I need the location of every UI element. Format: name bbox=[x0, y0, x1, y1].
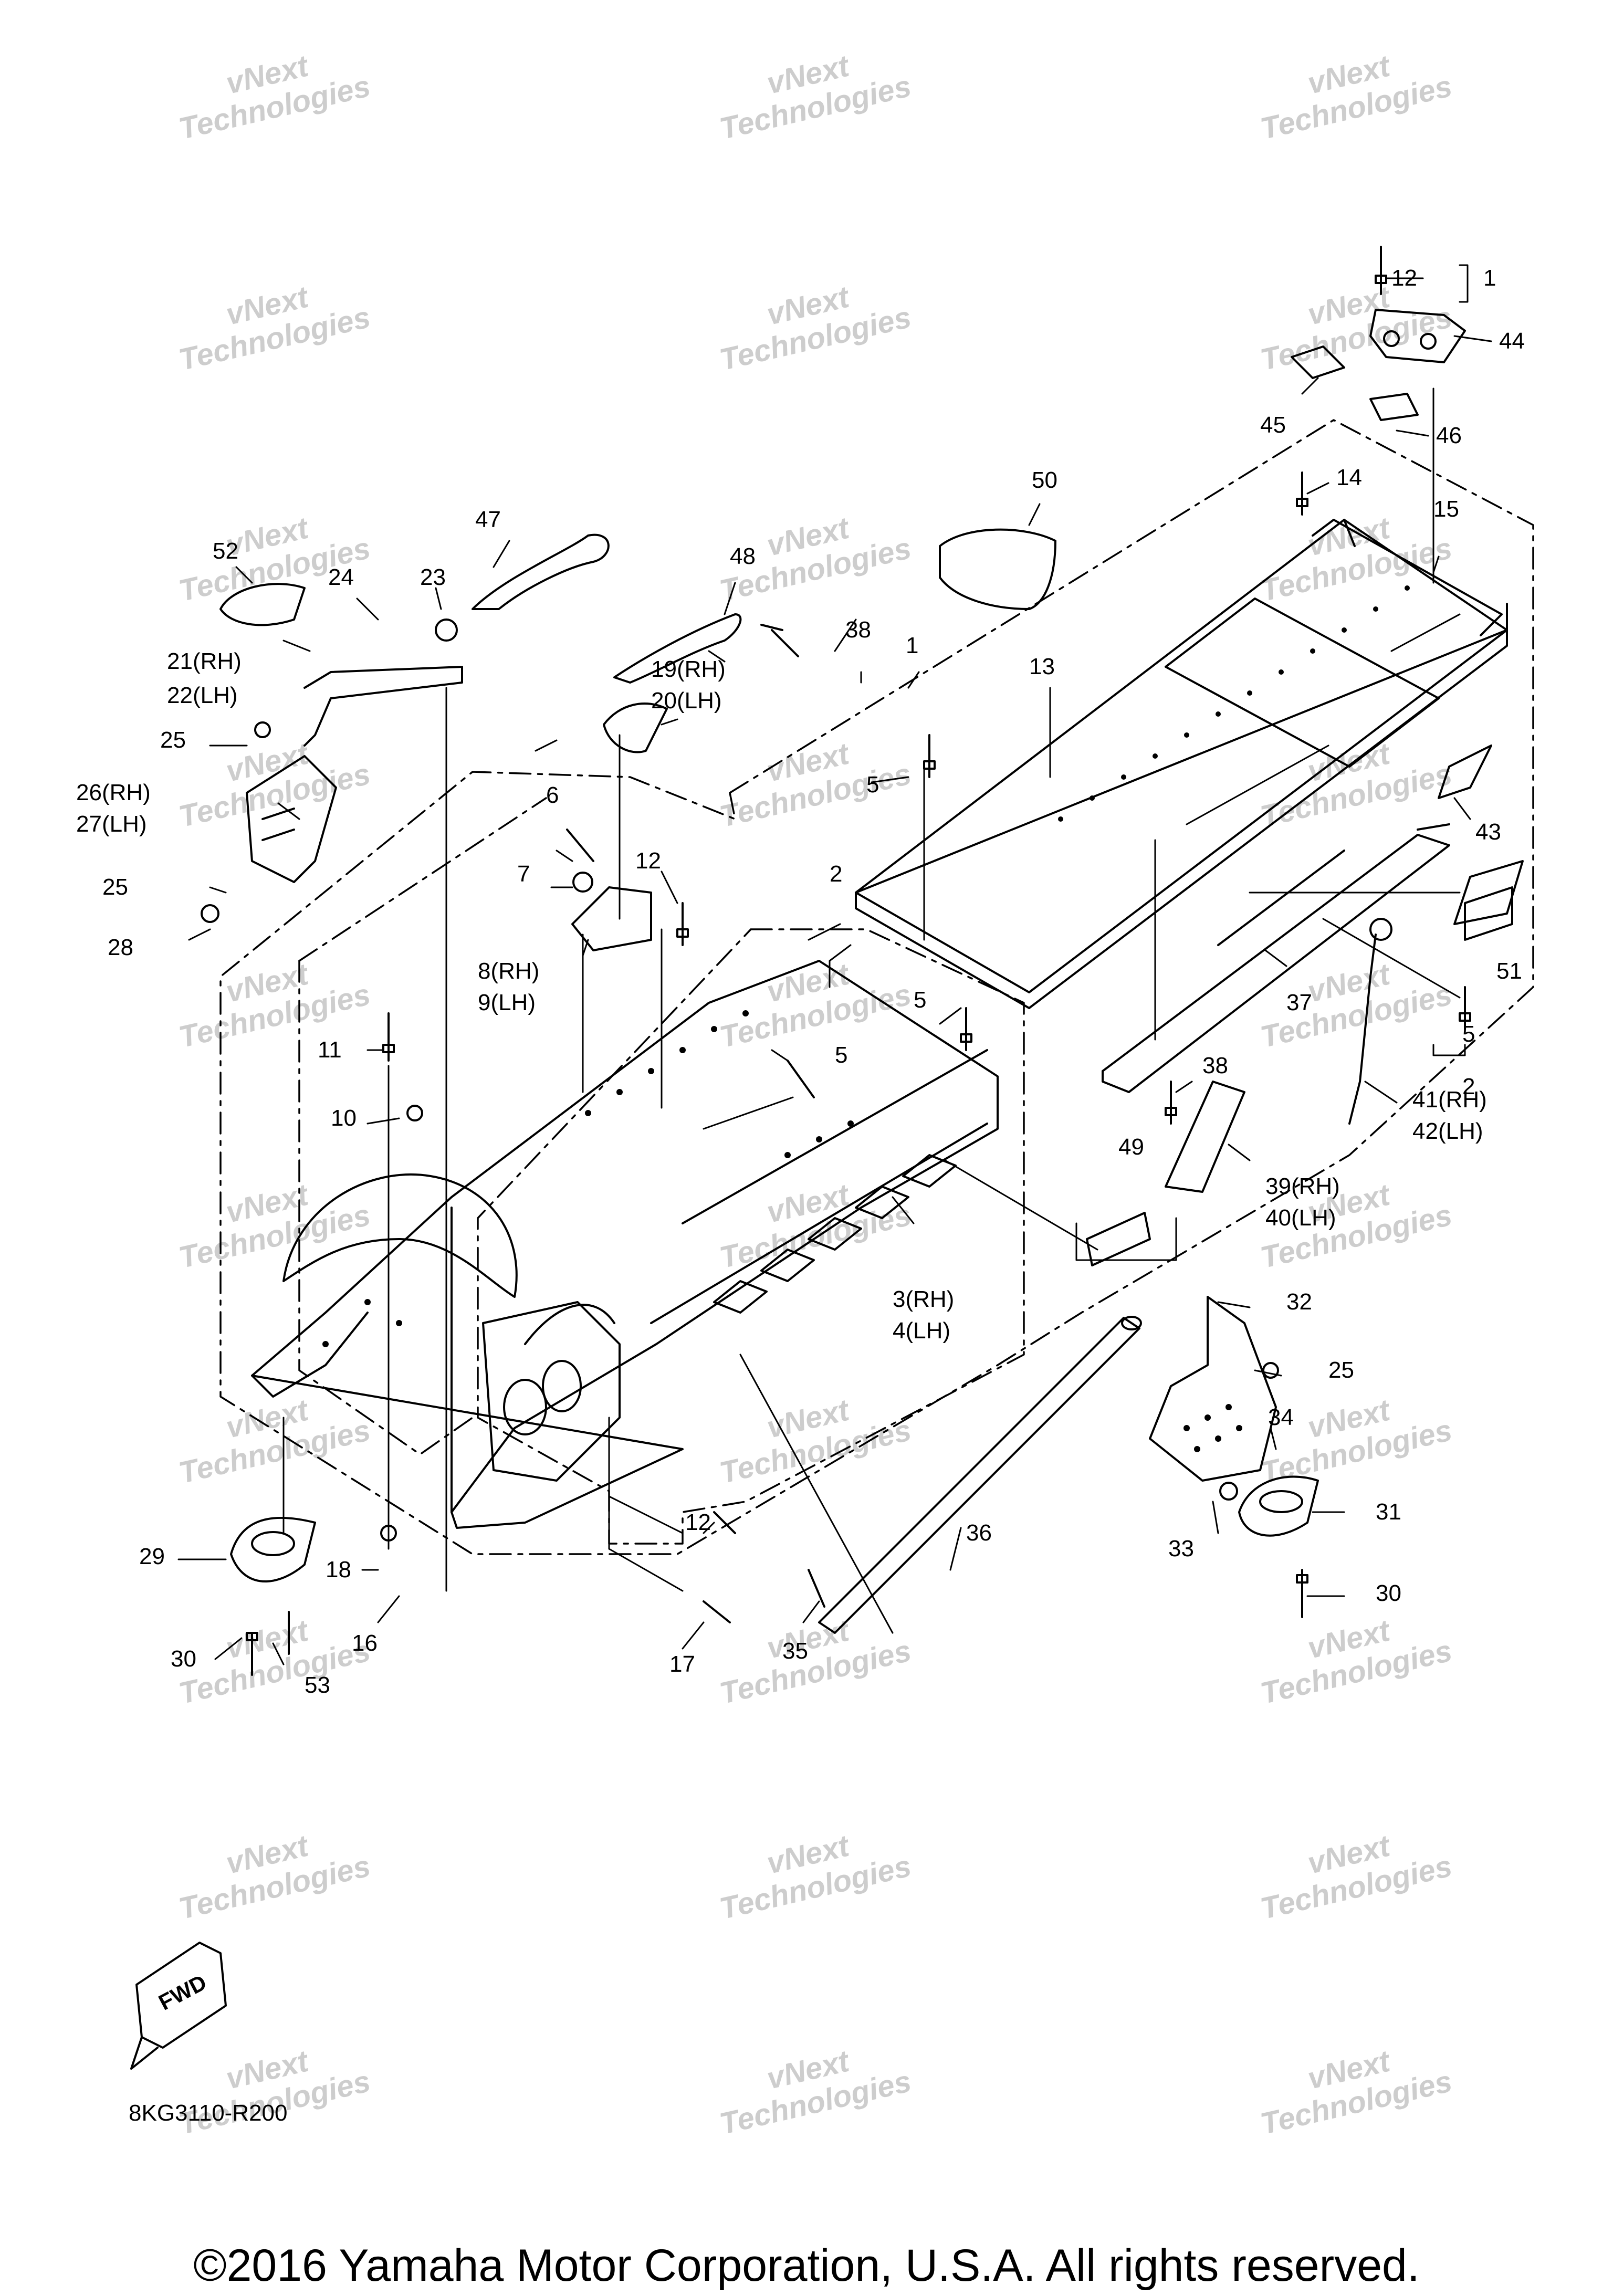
pads-and-decals bbox=[219, 345, 1524, 925]
callout-12c: 12 bbox=[685, 1509, 711, 1535]
copyright-notice: ©2016 Yamaha Motor Corporation, U.S.A. A… bbox=[193, 2240, 1420, 2291]
callout-38: 38 bbox=[845, 617, 871, 643]
callout-49: 49 bbox=[1118, 1134, 1144, 1160]
block-49 bbox=[1086, 1212, 1151, 1266]
callout-21: 21(RH) bbox=[167, 648, 242, 674]
callout-44: 44 bbox=[1499, 328, 1525, 354]
side-bracket-21 bbox=[303, 666, 463, 747]
callout-12: 12 bbox=[1391, 265, 1417, 291]
callout-48: 48 bbox=[730, 543, 756, 569]
side-rail bbox=[1102, 823, 1450, 1093]
callout-10: 10 bbox=[331, 1105, 357, 1131]
callout-6: 6 bbox=[546, 782, 559, 808]
callout-1b: 1 bbox=[906, 633, 919, 658]
callout-30b: 30 bbox=[1376, 1580, 1401, 1606]
callout-25b: 25 bbox=[102, 874, 128, 900]
callout-20: 20(LH) bbox=[651, 688, 722, 714]
callout-7: 7 bbox=[517, 861, 530, 887]
footrest-grip-left bbox=[230, 1516, 316, 1582]
callout-29: 29 bbox=[139, 1544, 165, 1569]
callout-1: 1 bbox=[1483, 265, 1496, 291]
callout-43: 43 bbox=[1475, 819, 1501, 845]
callout-5b: 5 bbox=[914, 987, 927, 1013]
callout-41: 41(RH) bbox=[1412, 1087, 1487, 1113]
callout-13: 13 bbox=[1029, 654, 1055, 679]
frame-cutouts bbox=[713, 1154, 957, 1314]
callout-34: 34 bbox=[1268, 1404, 1294, 1430]
callout-46: 46 bbox=[1436, 423, 1462, 448]
side-bracket-26 bbox=[246, 755, 337, 883]
reflector-51 bbox=[1464, 886, 1513, 941]
callout-14: 14 bbox=[1336, 465, 1362, 490]
callout-23: 23 bbox=[420, 564, 446, 590]
callout-4: 4(LH) bbox=[893, 1318, 951, 1344]
callout-37: 37 bbox=[1286, 990, 1312, 1015]
callout-25c: 25 bbox=[1328, 1357, 1354, 1383]
callout-28: 28 bbox=[108, 935, 133, 960]
bracket-39 bbox=[1165, 1081, 1245, 1193]
diagram-code: 8KG3110-R200 bbox=[129, 2100, 288, 2126]
footrest-grip-right bbox=[1238, 1475, 1319, 1537]
callout-25a: 25 bbox=[160, 727, 186, 753]
callout-12b: 12 bbox=[635, 848, 661, 874]
callout-3: 3(RH) bbox=[893, 1286, 955, 1312]
callout-47: 47 bbox=[475, 507, 501, 532]
callout-24: 24 bbox=[328, 564, 354, 590]
fasteners bbox=[201, 246, 1471, 1676]
callout-42: 42(LH) bbox=[1412, 1118, 1483, 1144]
callout-18: 18 bbox=[326, 1557, 351, 1582]
leader-lines bbox=[177, 264, 1492, 1665]
callout-5c: 5 bbox=[835, 1042, 848, 1068]
callout-5a: 5 bbox=[866, 772, 879, 798]
callout-11: 11 bbox=[318, 1037, 342, 1063]
callout-2b: 2 bbox=[1462, 1074, 1475, 1099]
callout-45: 45 bbox=[1260, 412, 1286, 438]
callout-40: 40(LH) bbox=[1265, 1205, 1336, 1231]
callout-39: 39(RH) bbox=[1265, 1173, 1340, 1199]
callout-30a: 30 bbox=[171, 1646, 196, 1672]
strap-41 bbox=[1348, 918, 1392, 1125]
callout-9: 9(LH) bbox=[478, 990, 536, 1015]
callout-8: 8(RH) bbox=[478, 958, 540, 984]
callout-15: 15 bbox=[1433, 496, 1459, 522]
callout-17: 17 bbox=[669, 1651, 695, 1677]
callout-53: 53 bbox=[305, 1672, 330, 1698]
callout-26: 26(RH) bbox=[76, 780, 151, 805]
callout-52: 52 bbox=[213, 538, 238, 564]
callout-19: 19(RH) bbox=[651, 656, 726, 682]
bumper-bar bbox=[818, 1316, 1142, 1634]
rear-bracket bbox=[1369, 309, 1466, 363]
callout-51: 51 bbox=[1496, 958, 1522, 984]
callout-32: 32 bbox=[1286, 1289, 1312, 1315]
callout-50: 50 bbox=[1032, 467, 1057, 493]
callout-31: 31 bbox=[1376, 1499, 1401, 1525]
main-frame bbox=[251, 960, 999, 1529]
callout-36: 36 bbox=[966, 1520, 992, 1546]
callout-5d: 5 bbox=[1462, 1021, 1475, 1047]
group-boundary-1 bbox=[219, 419, 1534, 1555]
step-bracket bbox=[1149, 1296, 1277, 1482]
callout-33: 33 bbox=[1168, 1536, 1194, 1561]
tunnel-deck bbox=[855, 519, 1508, 1009]
callout-27: 27(LH) bbox=[76, 811, 147, 837]
callout-38b: 38 bbox=[1202, 1053, 1228, 1078]
callout-35: 35 bbox=[782, 1638, 808, 1664]
bracket-8 bbox=[571, 886, 652, 951]
callout-16: 16 bbox=[352, 1630, 378, 1656]
callout-2: 2 bbox=[830, 861, 843, 887]
fwd-arrow-icon bbox=[130, 1942, 227, 2070]
callout-22: 22(LH) bbox=[167, 683, 238, 708]
